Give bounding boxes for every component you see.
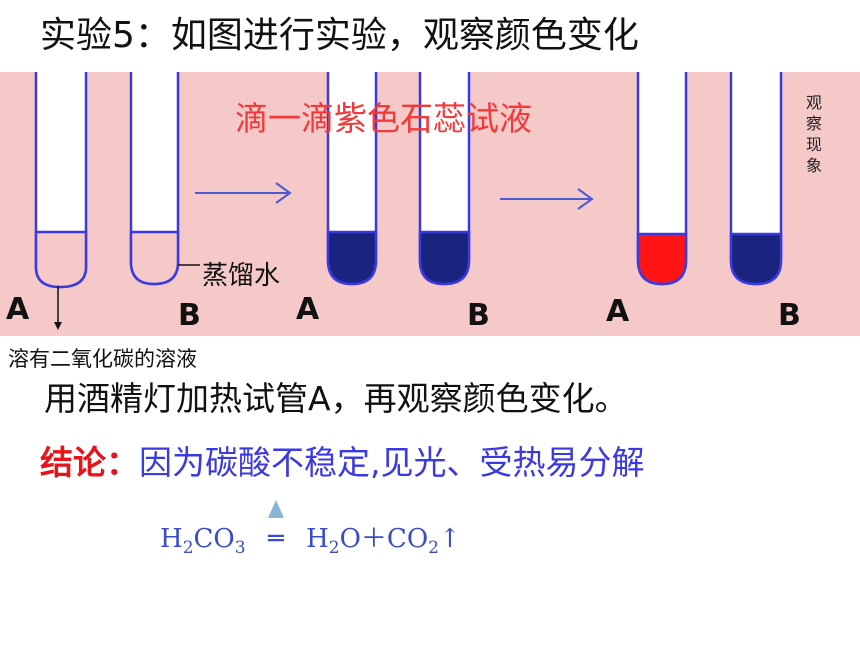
conclusion: 结论：因为碳酸不稳定,见光、受热易分解 (40, 436, 645, 484)
test-tube-b1 (129, 72, 180, 286)
tube-label-b2: B (467, 298, 490, 333)
distilled-water-label: 蒸馏水 (202, 261, 281, 291)
tube-label-a3: A (606, 294, 630, 329)
eq-reactant-mid: CO (193, 524, 235, 554)
tube-label-b3: B (778, 298, 801, 333)
test-tube-a3 (636, 72, 688, 286)
instruction-text: 滴一滴紫色石蕊试液 (235, 99, 532, 138)
eq-reactant: H (160, 524, 183, 554)
experiment-diagram (34, 72, 783, 330)
eq-product: H (306, 524, 329, 554)
right-arrow-icon (500, 188, 594, 210)
tube-label-b1: B (178, 298, 201, 333)
eq-product-tail: O＋CO (339, 524, 429, 554)
test-tube-b2 (418, 72, 471, 286)
right-arrow-icon (195, 182, 292, 204)
test-tube-a1 (34, 72, 88, 289)
eq-sub: 2 (328, 538, 340, 559)
chemical-equation: H2CO3 ═ H2O＋CO2↑ (160, 500, 461, 559)
co2-solution-label: 溶有二氧化碳的溶液 (8, 347, 197, 371)
equals-sign: ═ (268, 524, 284, 554)
observe-label: 观察现象 (805, 93, 822, 175)
heating-sign: ═ (254, 500, 298, 554)
tube-label-a1: A (6, 292, 30, 327)
gas-arrow-icon: ↑ (438, 524, 461, 554)
test-tube-b3 (729, 72, 783, 286)
conclusion-text: 因为碳酸不稳定,见光、受热易分解 (139, 443, 645, 482)
page-title: 实验5：如图进行实验，观察颜色变化 (40, 15, 639, 56)
triangle-icon (267, 500, 284, 518)
pointer-arrowhead (54, 322, 62, 330)
eq-sub: 2 (428, 538, 439, 559)
conclusion-lead: 结论： (40, 443, 139, 482)
eq-sub: 2 (182, 538, 194, 559)
eq-sub: 3 (234, 538, 246, 559)
test-tube-a2 (326, 72, 378, 286)
step-text: 用酒精灯加热试管A，再观察颜色变化。 (44, 379, 628, 418)
tube-label-a2: A (296, 292, 320, 327)
